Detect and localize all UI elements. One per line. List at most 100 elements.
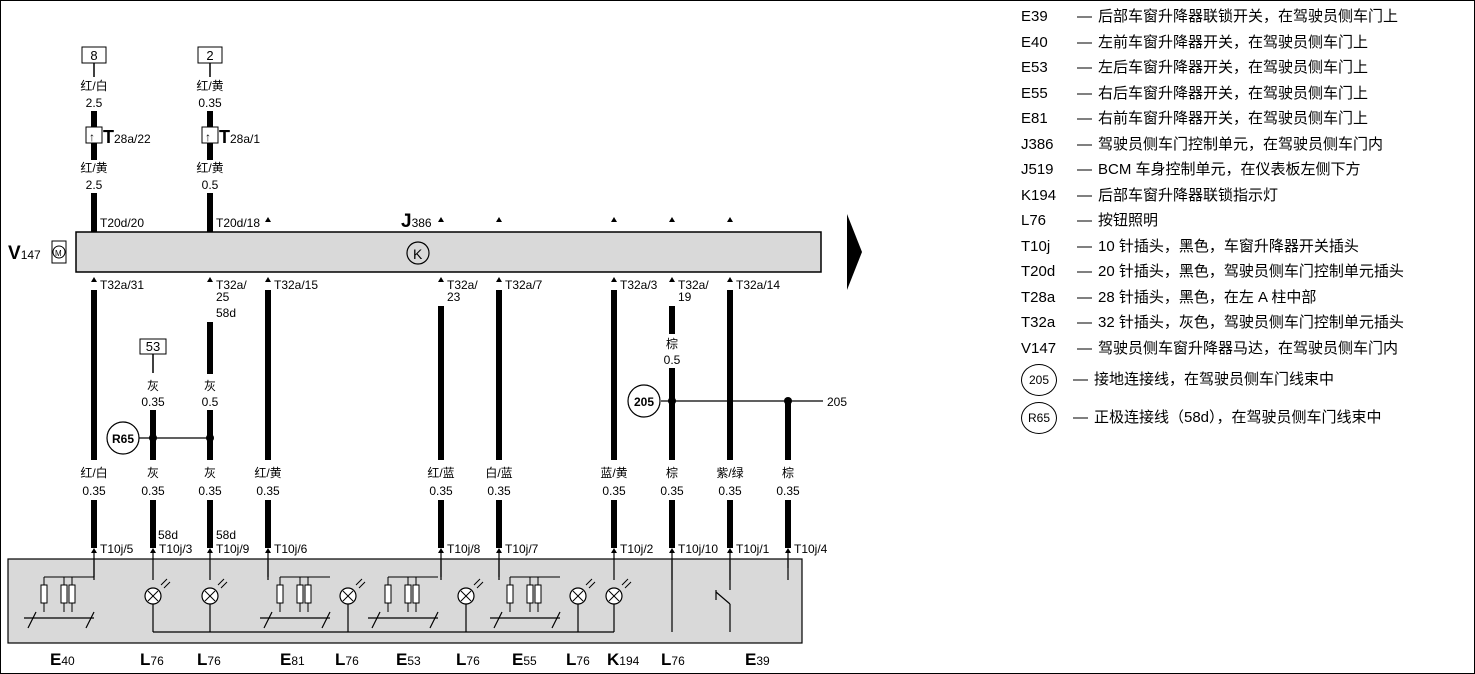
legend-dash: — — [1077, 212, 1092, 229]
wire-top-1b-size: 2.5 — [86, 178, 103, 192]
connector-t28a-2-glyph: ↑ — [205, 130, 211, 144]
legend-desc: BCM 车身控制单元，在仪表板左侧下方 — [1098, 161, 1361, 178]
junction-dot — [149, 434, 157, 442]
t10j-pin-label: T10j/5 — [100, 542, 134, 556]
resistor-icon — [304, 584, 312, 604]
legend-code: T28a — [1021, 288, 1056, 306]
t28a-label-1: T28a/22 — [103, 127, 151, 147]
pin-arrow — [438, 548, 444, 553]
motor-label: V147 — [8, 243, 41, 264]
legend-row: T10j—10 针插头，黑色，车窗升降器开关插头 — [1015, 234, 1470, 260]
legend-row: T20d—20 针插头，黑色，驾驶员侧车门控制单元插头 — [1015, 259, 1470, 285]
wire-size-label: 0.35 — [776, 484, 800, 498]
t32a-pin-label: T32a/ — [216, 278, 247, 292]
legend-code: T10j — [1021, 237, 1051, 255]
resistor-icon — [276, 584, 284, 604]
g205-right-label: 205 — [827, 395, 847, 409]
t32a-pin-label: T32a/15 — [274, 278, 318, 292]
k-symbol-glyph: K — [413, 246, 423, 262]
legend-dash: — — [1077, 288, 1092, 306]
pin-arrow — [611, 548, 617, 553]
legend-dash: — — [1077, 84, 1092, 102]
lamp-ray — [163, 581, 171, 589]
t32a-pin-label: T32a/7 — [505, 278, 543, 292]
wire-color-label: 紫/绿 — [716, 465, 743, 480]
legend-desc: 左前车窗升降器开关，在驾驶员侧车门上 — [1098, 33, 1369, 51]
legend-dash: — — [1073, 371, 1088, 389]
wire-top-2b-size: 0.5 — [202, 178, 219, 192]
wire-top-1a-color: 红/白 — [80, 78, 107, 93]
resistor-icon — [526, 584, 534, 604]
wire-top-1a-size: 2.5 — [86, 96, 103, 110]
resistor-icon — [296, 584, 304, 604]
brown-color: 棕 — [666, 336, 678, 351]
legend-code: L76 — [1021, 212, 1047, 229]
t32-extra-58d: 58d — [216, 306, 236, 320]
lamp-ray — [355, 578, 363, 586]
g205-circle — [627, 384, 661, 418]
switch-lever — [551, 611, 561, 629]
wire-top-2b-color: 红/黄 — [196, 160, 223, 175]
t10j-pin-label: T10j/3 — [159, 542, 193, 556]
switch-lever — [85, 611, 95, 629]
ecu-label: J386 — [401, 211, 432, 232]
legend-dash: — — [1077, 110, 1092, 127]
pin-arrow — [785, 548, 791, 553]
legend-row: 205—接地连接线，在驾驶员侧车门线束中 — [1015, 361, 1470, 399]
pin-arrow — [91, 217, 97, 222]
wire-top-1b-color: 红/黄 — [80, 160, 107, 175]
t32a-pin-label: T32a/14 — [736, 278, 780, 292]
lamp-cross — [460, 590, 472, 602]
legend-desc: 32 针插头，灰色，驾驶员侧车门控制单元插头 — [1098, 314, 1404, 331]
legend-dash: — — [1077, 161, 1092, 178]
junction-dot — [668, 397, 676, 405]
lamp-ray — [624, 581, 632, 589]
fuse-label-53: 53 — [146, 339, 160, 354]
wire-size-label: 0.35 — [141, 484, 165, 498]
component-label: L76 — [335, 650, 359, 669]
motor-glyph: M — [55, 249, 62, 258]
lamp-ray — [473, 578, 481, 586]
legend-desc: 接地连接线，在驾驶员侧车门线束中 — [1094, 371, 1335, 389]
legend-dash: — — [1077, 263, 1092, 280]
pin-arrow — [611, 217, 617, 222]
pin-arrow — [669, 217, 675, 222]
t10j-pin-label: T10j/9 — [216, 542, 250, 556]
pin-arrow — [265, 217, 271, 222]
component-label: E39 — [745, 650, 770, 669]
connector-t28a-1 — [85, 126, 103, 144]
switch-lever — [493, 611, 503, 629]
lamp-ray — [585, 578, 593, 586]
g205-label: 205 — [634, 395, 654, 409]
wire-size-label: 0.35 — [429, 484, 453, 498]
legend-dash: — — [1077, 314, 1092, 331]
legend-dash: — — [1077, 339, 1092, 357]
legend-row: T28a—28 针插头，黑色，在左 A 柱中部 — [1015, 285, 1470, 311]
legend-row: E39—后部车窗升降器联锁开关，在驾驶员侧车门上 — [1015, 4, 1470, 30]
k-symbol-circle — [406, 241, 430, 265]
legend-code: E81 — [1021, 110, 1048, 127]
switch-lever — [429, 611, 439, 629]
lamp-ray — [217, 578, 225, 586]
gray1-size: 0.35 — [141, 395, 165, 409]
switch-lever — [263, 611, 273, 629]
resistor-icon — [534, 584, 542, 604]
resistor-icon — [60, 584, 68, 604]
pin-arrow — [727, 548, 733, 553]
legend-desc: 按钮照明 — [1098, 212, 1159, 229]
t10j-pin-label: T10j/10 — [678, 542, 718, 556]
t32-extra-25: 25 — [216, 290, 230, 304]
legend-dash: — — [1077, 186, 1092, 204]
pin-arrow — [496, 548, 502, 553]
legend-desc: 右前车窗升降器开关，在驾驶员侧车门上 — [1098, 110, 1369, 127]
resistor-icon — [404, 584, 412, 604]
t32a-pin-label: T32a/ — [678, 278, 709, 292]
lamp-cross — [342, 590, 354, 602]
legend-code: T32a — [1021, 314, 1056, 331]
switch-lever — [27, 611, 37, 629]
pin-arrow — [611, 277, 617, 282]
legend-desc: 10 针插头，黑色，车窗升降器开关插头 — [1098, 237, 1359, 255]
component-label: L76 — [197, 650, 221, 669]
pin-arrow — [727, 277, 733, 282]
pin-arrow — [669, 548, 675, 553]
